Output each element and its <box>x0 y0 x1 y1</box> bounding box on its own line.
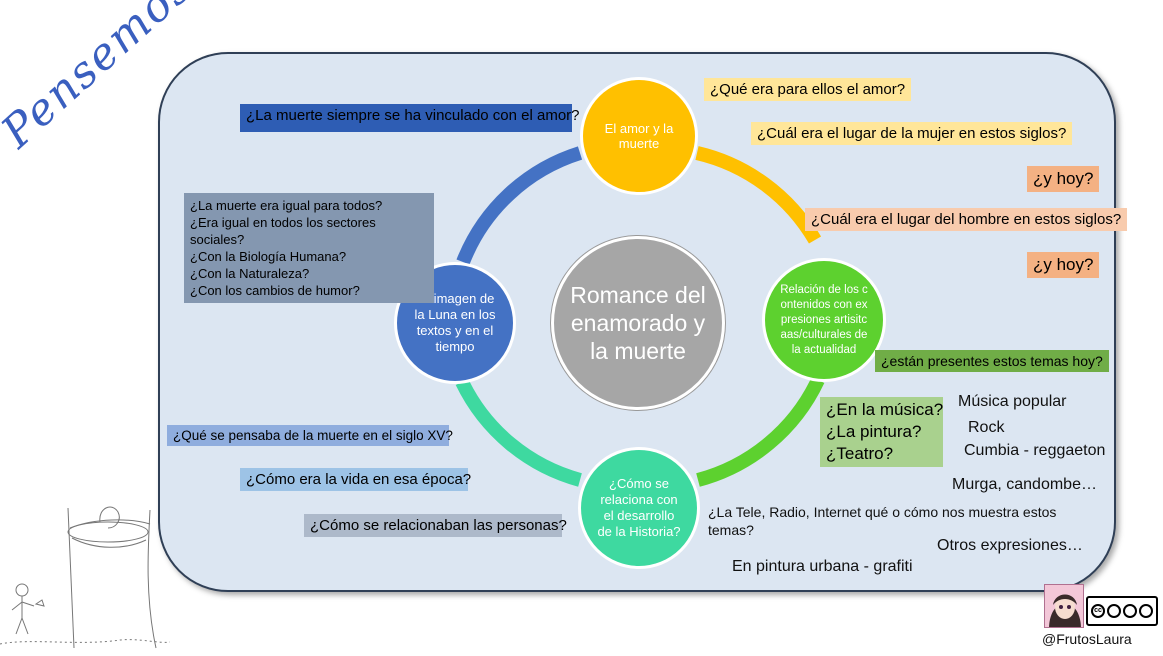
author-avatar <box>1044 584 1084 628</box>
question-lugar-hombre: ¿Cuál era el lugar del hombre en estos s… <box>805 208 1128 231</box>
question-relacionaban: ¿Cómo se relacionaban las personas? <box>304 514 567 537</box>
node-amor-muerte: El amor y la muerte <box>580 77 698 195</box>
node-amor-muerte-label: El amor y la muerte <box>604 121 674 151</box>
arc-right-bottom <box>696 376 825 487</box>
question-artes: ¿En la música? ¿La pintura? ¿Teatro? <box>820 397 943 467</box>
center-label: Romance del enamorado y la muerte <box>570 282 706 364</box>
question-list-luna: ¿La muerte era igual para todos? ¿Era ig… <box>184 193 434 303</box>
center-circle: Romance del enamorado y la muerte <box>551 236 725 410</box>
artes-item: ¿En la música? <box>826 400 944 419</box>
question-vida-epoca: ¿Cómo era la vida en esa época? <box>240 468 471 491</box>
answer-murga: Murga, candombe… <box>952 476 1097 493</box>
question-amor-ellos: ¿Qué era para ellos el amor? <box>704 78 912 101</box>
author-handle: @FrutosLaura <box>1042 631 1132 647</box>
node-luna-label: La imagen de la Luna en los textos y en … <box>414 291 496 354</box>
question-muerte-amor: ¿La muerte siempre se ha vinculado con e… <box>240 104 580 132</box>
cc-by-nc-sa-icon: cc <box>1086 596 1158 626</box>
node-relacion-contenidos-label: Relación de los contenidos con expresion… <box>780 283 868 356</box>
luna-question-item: ¿Era igual en todos los sectores sociale… <box>190 215 376 247</box>
avatar-face-icon <box>1049 594 1081 627</box>
luna-question-item: ¿Con la Biología Humana? <box>190 249 347 264</box>
sa-icon <box>1139 604 1153 618</box>
sketch-illustration <box>0 506 170 649</box>
node-historia-label: ¿Cómo se relaciona con el desarrollo de … <box>597 476 681 539</box>
arc-bottom-left <box>455 378 582 487</box>
question-siglo-xv: ¿Qué se pensaba de la muerte en el siglo… <box>167 425 453 446</box>
question-hoy-1: ¿y hoy? <box>1027 166 1100 192</box>
artes-item: ¿Teatro? <box>826 444 894 463</box>
answer-rock: Rock <box>968 419 1005 436</box>
question-presentes: ¿están presentes estos temas hoy? <box>875 350 1109 372</box>
answer-pintura-urbana: En pintura urbana - grafiti <box>732 558 913 575</box>
node-relacion-contenidos: Relación de los contenidos con expresion… <box>762 258 886 382</box>
luna-question-item: ¿La muerte era igual para todos? <box>190 198 383 213</box>
answer-tele: ¿La Tele, Radio, Internet qué o cómo nos… <box>708 504 1057 538</box>
artes-item: ¿La pintura? <box>826 422 922 441</box>
luna-question-item: ¿Con los cambios de humor? <box>190 283 360 298</box>
nc-icon <box>1123 604 1137 618</box>
luna-question-item: ¿Con la Naturaleza? <box>190 266 310 281</box>
answer-musica-popular: Música popular <box>958 393 1067 410</box>
answer-cumbia: Cumbia - reggaeton <box>964 442 1106 459</box>
node-historia: ¿Cómo se relaciona con el desarrollo de … <box>578 447 700 569</box>
arc-top-right <box>695 146 822 244</box>
cc-icon: cc <box>1091 604 1105 618</box>
answer-otros: Otros expresiones… <box>937 537 1083 554</box>
question-lugar-mujer: ¿Cuál era el lugar de la mujer en estos … <box>751 122 1073 145</box>
arc-left-top <box>456 146 583 265</box>
by-icon <box>1107 604 1121 618</box>
question-hoy-2: ¿y hoy? <box>1027 252 1100 278</box>
